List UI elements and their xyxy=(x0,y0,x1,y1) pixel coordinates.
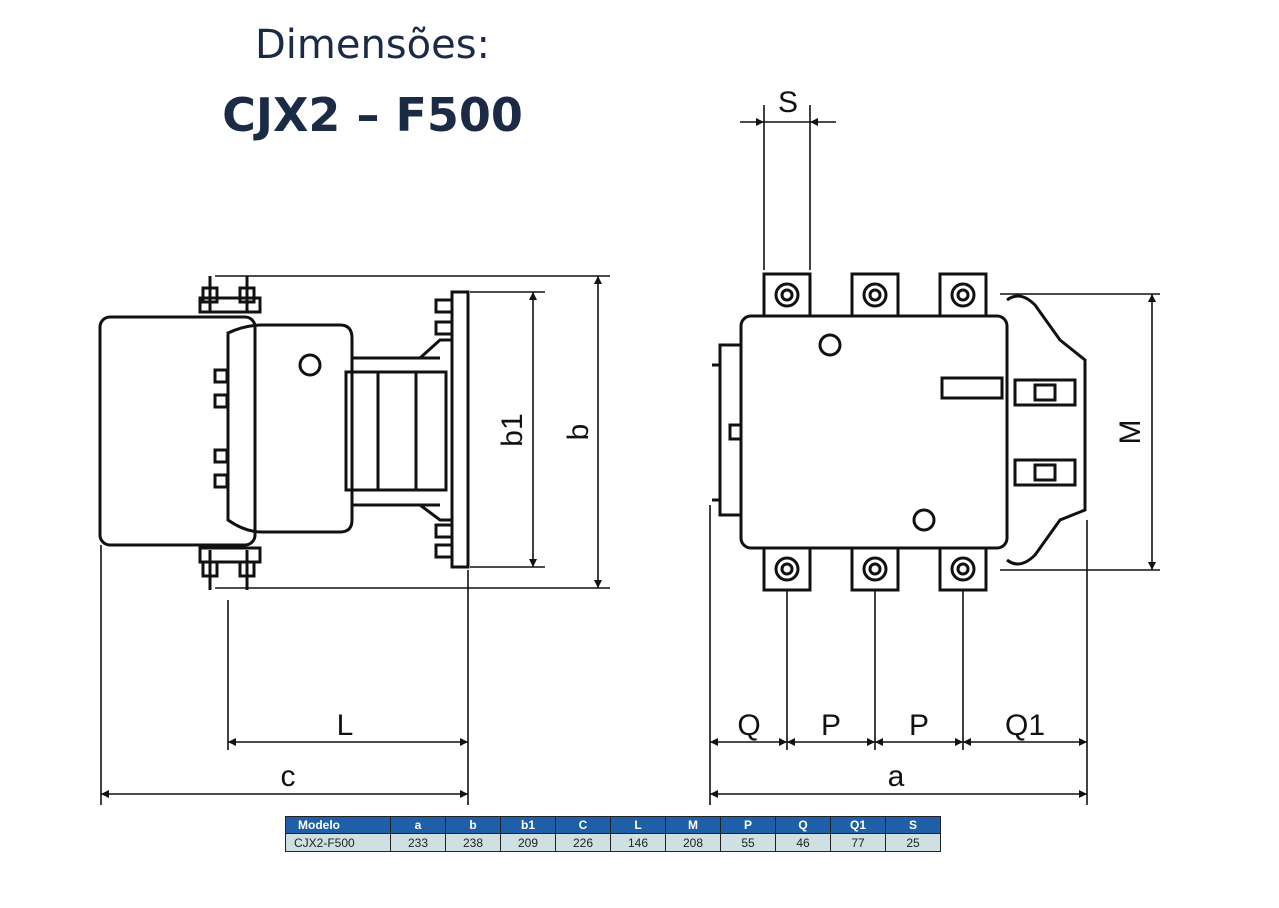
page-title: Dimensões: xyxy=(254,22,491,68)
label-S: S xyxy=(778,86,798,119)
table-cell: 209 xyxy=(500,833,556,852)
dimensions-table: Modelo a b b1 C L M P Q Q1 S CJX2-F500 2… xyxy=(285,816,941,852)
table-header: b xyxy=(445,816,501,834)
table-header: Q1 xyxy=(830,816,886,834)
label-M: M xyxy=(1114,420,1147,445)
label-Q: Q xyxy=(737,709,760,742)
side-view xyxy=(98,276,470,590)
table-header: Modelo xyxy=(285,816,391,834)
table-header: b1 xyxy=(500,816,556,834)
table-cell: 46 xyxy=(775,833,831,852)
label-P-right: P xyxy=(909,709,929,742)
table-cell: 208 xyxy=(665,833,721,852)
table-header: L xyxy=(610,816,666,834)
table-cell: 25 xyxy=(885,833,941,852)
model-heading: CJX2 – F500 xyxy=(222,88,523,142)
table-header: S xyxy=(885,816,941,834)
label-a: a xyxy=(888,760,905,793)
table-cell: 77 xyxy=(830,833,886,852)
mounting-hole xyxy=(298,353,322,377)
table-header: M xyxy=(665,816,721,834)
table-cell: 226 xyxy=(555,833,611,852)
front-body xyxy=(739,314,1009,550)
table-header: Q xyxy=(775,816,831,834)
table-header: C xyxy=(555,816,611,834)
table-header-row: Modelo a b b1 C L M P Q Q1 S xyxy=(285,816,941,834)
table-cell: 233 xyxy=(390,833,446,852)
label-b1: b1 xyxy=(496,413,529,446)
table-cell: 238 xyxy=(445,833,501,852)
table-cell: 55 xyxy=(720,833,776,852)
label-Q1: Q1 xyxy=(1005,709,1045,742)
table-header: a xyxy=(390,816,446,834)
coil-housing xyxy=(98,315,257,547)
contactor-body xyxy=(226,323,354,534)
label-P-left: P xyxy=(821,709,841,742)
table-cell: CJX2-F500 xyxy=(285,833,391,852)
label-c: c xyxy=(281,760,296,793)
table-header: P xyxy=(720,816,776,834)
mounting-plate xyxy=(450,290,470,569)
front-view xyxy=(712,272,1087,592)
table-row: CJX2-F500 233 238 209 226 146 208 55 46 … xyxy=(285,833,941,852)
label-b: b xyxy=(562,424,595,441)
table-cell: 146 xyxy=(610,833,666,852)
label-L: L xyxy=(337,709,354,742)
